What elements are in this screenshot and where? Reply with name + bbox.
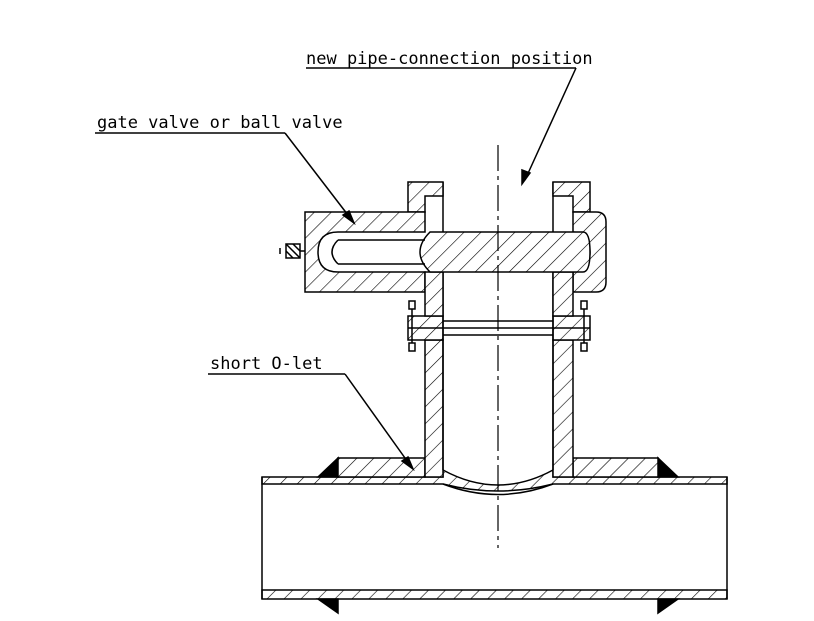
label-gate-valve: gate valve or ball valve xyxy=(97,113,343,133)
leader-short-olet xyxy=(208,373,415,472)
leader-gate-valve xyxy=(95,132,356,226)
main-pipe xyxy=(261,468,728,600)
label-new-pipe-connection: new pipe-connection position xyxy=(306,49,593,69)
gate-valve xyxy=(279,181,607,317)
label-short-olet: short O-let xyxy=(210,354,323,374)
short-olet xyxy=(337,300,659,478)
leader-new-pipe-connection xyxy=(306,67,577,187)
weld-fillets xyxy=(315,456,681,615)
